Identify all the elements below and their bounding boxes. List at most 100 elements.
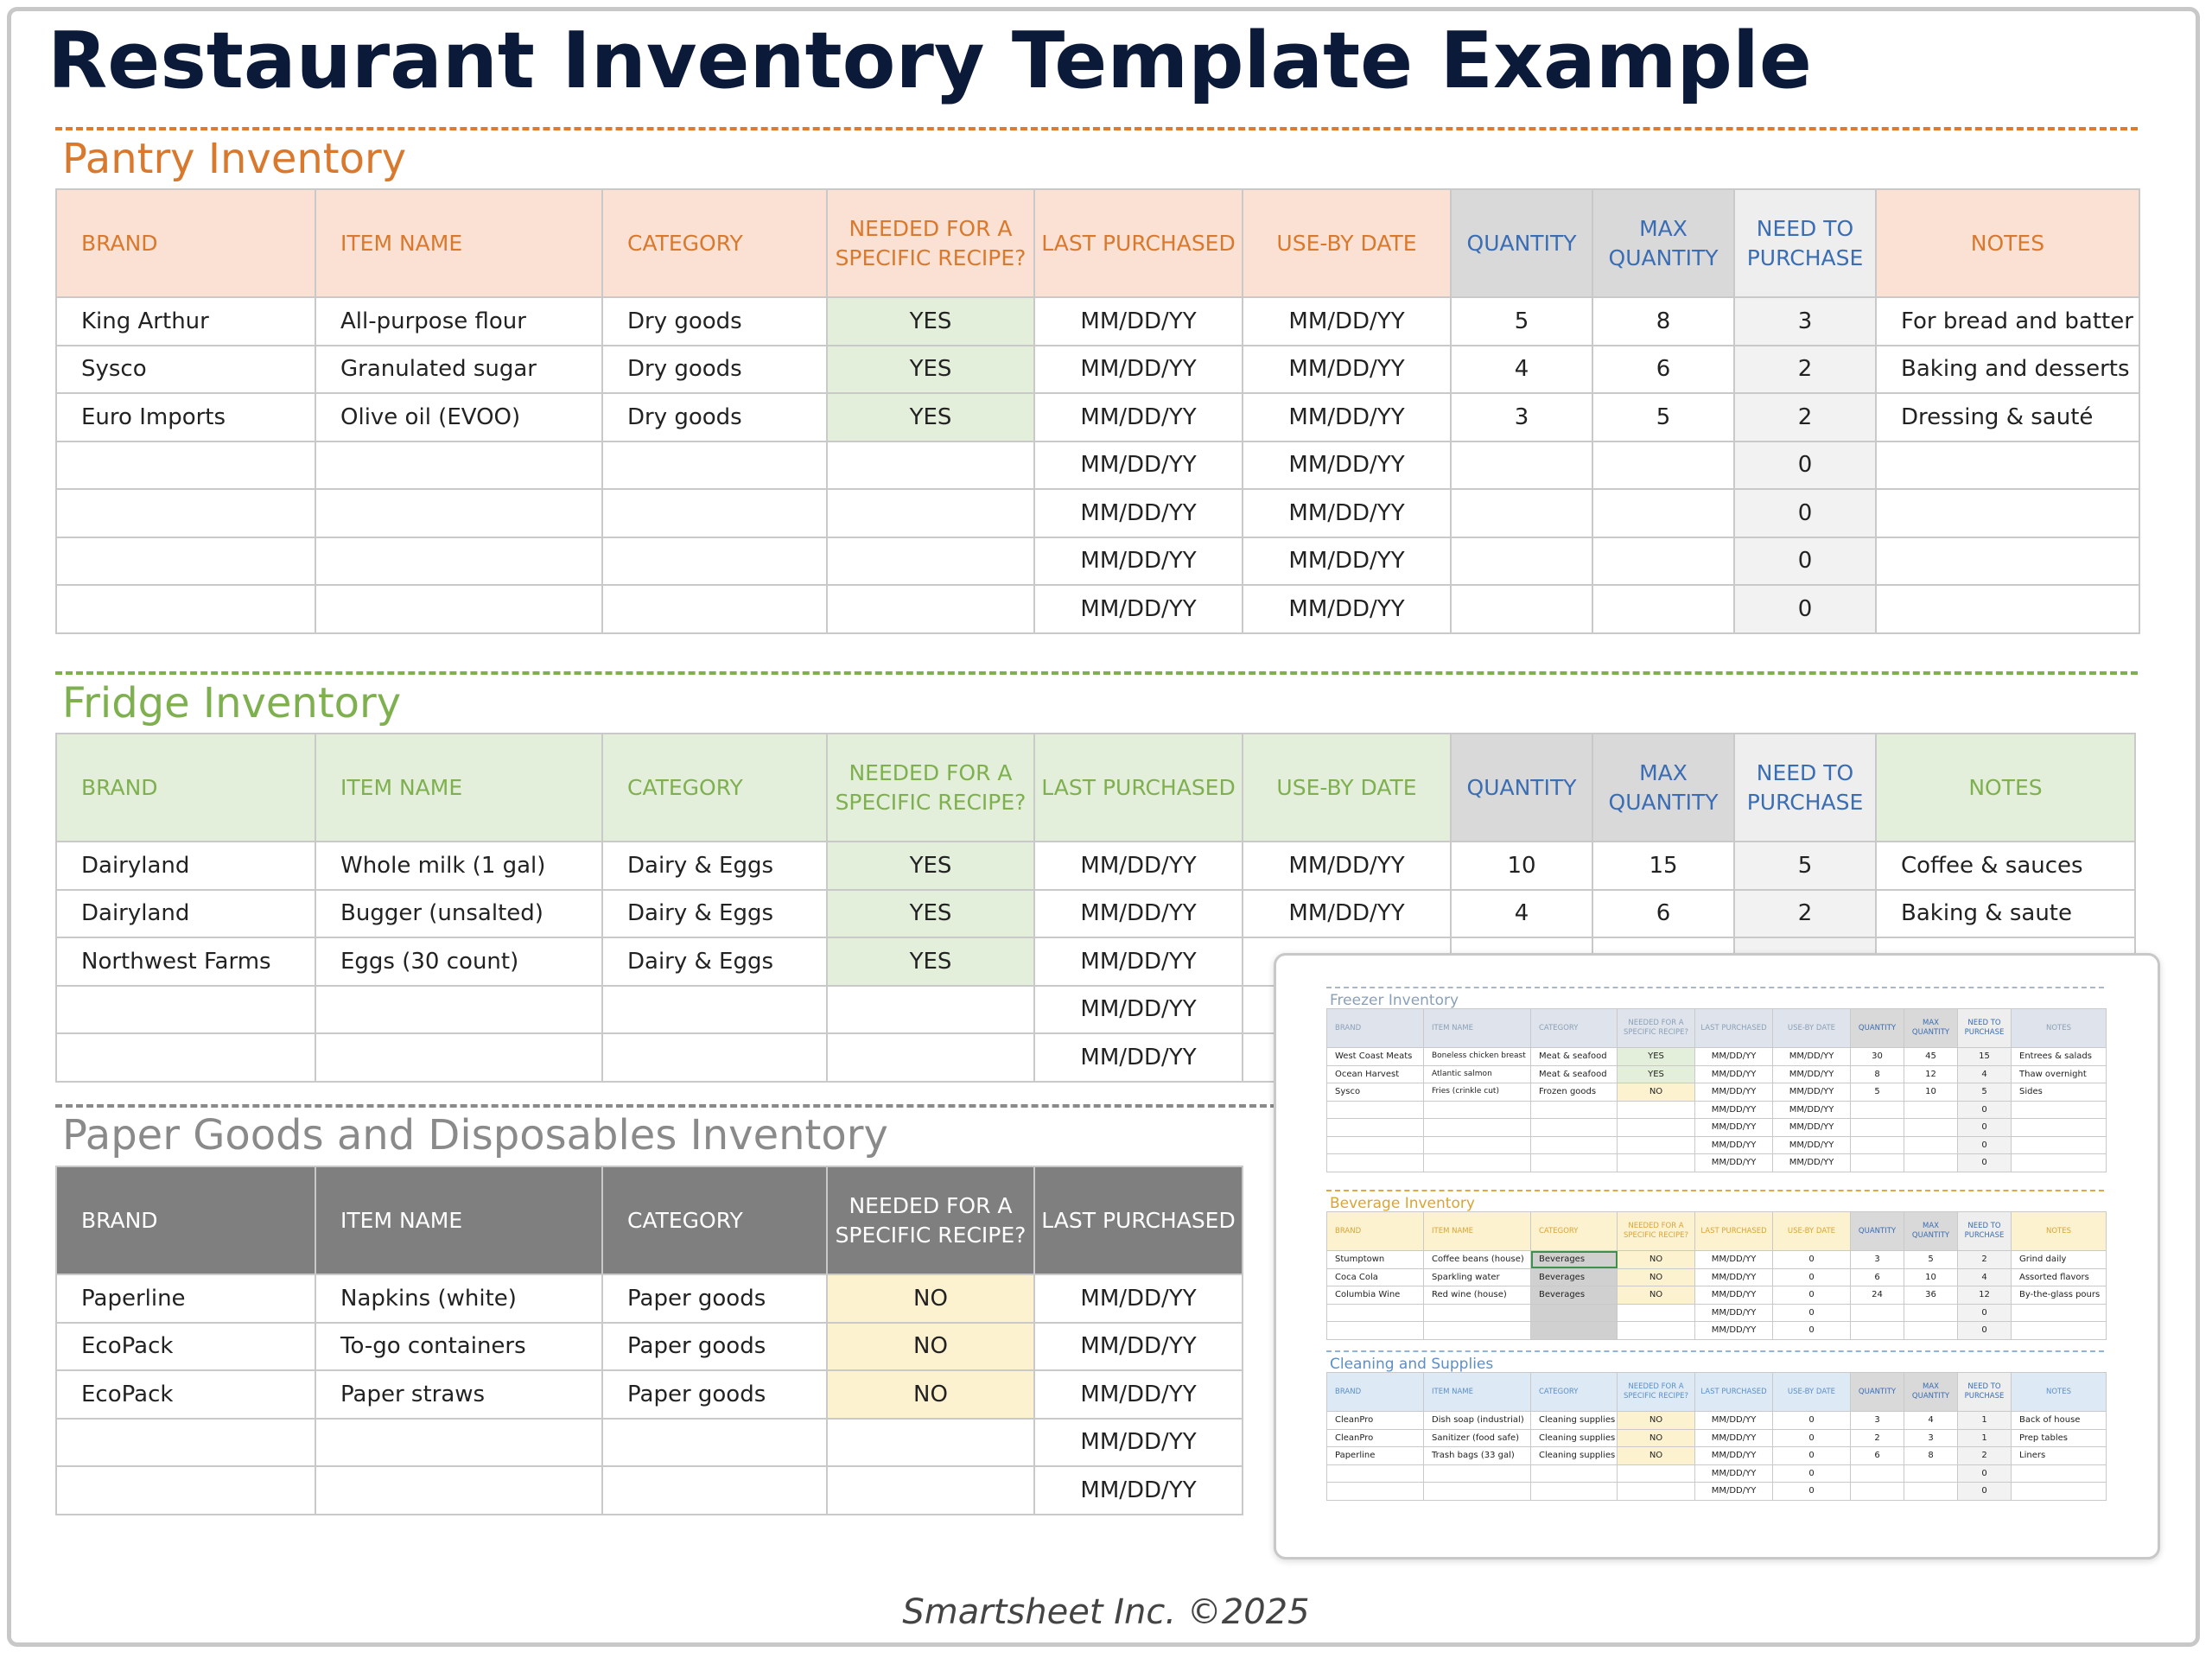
cell-category[interactable] xyxy=(601,536,828,586)
cell-quantity[interactable] xyxy=(1850,1464,1904,1483)
cell-item-name[interactable]: Olive oil (EVOO) xyxy=(315,392,603,442)
cell-item-name[interactable]: Trash bags (33 gal) xyxy=(1423,1446,1531,1465)
cell-quantity[interactable]: 6 xyxy=(1850,1267,1904,1286)
cell-use-by-date[interactable]: 0 xyxy=(1772,1428,1851,1447)
cell-quantity[interactable] xyxy=(1850,1153,1904,1172)
cell-max-quantity[interactable] xyxy=(1904,1118,1958,1137)
cell-need-to-purchase[interactable]: 0 xyxy=(1957,1482,2012,1501)
cell-max-quantity[interactable]: 12 xyxy=(1904,1064,1958,1083)
cell-notes[interactable]: Back of house xyxy=(2011,1411,2107,1430)
cell-category[interactable]: Dairy & Eggs xyxy=(601,937,828,987)
cell-last-purchased[interactable]: MM/DD/YY xyxy=(1033,1369,1243,1420)
cell-last-purchased[interactable]: MM/DD/YY xyxy=(1033,536,1243,586)
cell-item-name[interactable] xyxy=(1423,1153,1531,1172)
cell-item-name[interactable]: Fries (crinkle cut) xyxy=(1423,1083,1531,1102)
cell-need-to-purchase[interactable]: 2 xyxy=(1733,888,1877,938)
cell-use-by-date[interactable]: MM/DD/YY xyxy=(1242,296,1452,346)
cell-needed-for-recipe[interactable] xyxy=(1617,1100,1695,1119)
cell-item-name[interactable]: All-purpose flour xyxy=(315,296,603,346)
cell-use-by-date[interactable]: MM/DD/YY xyxy=(1772,1135,1851,1154)
cell-last-purchased[interactable]: MM/DD/YY xyxy=(1694,1100,1773,1119)
cell-max-quantity[interactable] xyxy=(1904,1135,1958,1154)
cell-quantity[interactable] xyxy=(1450,488,1593,538)
cell-last-purchased[interactable]: MM/DD/YY xyxy=(1033,1274,1243,1324)
cell-max-quantity[interactable] xyxy=(1904,1321,1958,1340)
cell-brand[interactable] xyxy=(1326,1482,1424,1501)
cell-last-purchased[interactable]: MM/DD/YY xyxy=(1033,296,1243,346)
cell-last-purchased[interactable]: MM/DD/YY xyxy=(1033,1321,1243,1371)
cell-last-purchased[interactable]: MM/DD/YY xyxy=(1033,937,1243,987)
cell-brand[interactable] xyxy=(55,584,316,634)
cell-max-quantity[interactable] xyxy=(1592,536,1735,586)
cell-item-name[interactable] xyxy=(315,1465,603,1515)
cell-item-name[interactable] xyxy=(1423,1118,1531,1137)
cell-needed-for-recipe[interactable]: NO xyxy=(1617,1250,1695,1269)
cell-brand[interactable] xyxy=(55,1465,316,1515)
cell-use-by-date[interactable]: MM/DD/YY xyxy=(1242,488,1452,538)
cell-category[interactable]: Dairy & Eggs xyxy=(601,888,828,938)
cell-max-quantity[interactable]: 8 xyxy=(1904,1446,1958,1465)
cell-max-quantity[interactable]: 5 xyxy=(1904,1250,1958,1269)
cell-notes[interactable] xyxy=(2011,1482,2107,1501)
cell-brand[interactable] xyxy=(1326,1153,1424,1172)
cell-notes[interactable]: Liners xyxy=(2011,1446,2107,1465)
cell-category[interactable] xyxy=(1530,1153,1618,1172)
cell-brand[interactable] xyxy=(55,1417,316,1467)
cell-last-purchased[interactable]: MM/DD/YY xyxy=(1033,392,1243,442)
cell-use-by-date[interactable]: MM/DD/YY xyxy=(1242,392,1452,442)
cell-brand[interactable]: Dairyland xyxy=(55,841,316,891)
cell-use-by-date[interactable]: MM/DD/YY xyxy=(1772,1100,1851,1119)
cell-brand[interactable] xyxy=(1326,1321,1424,1340)
cell-needed-for-recipe[interactable] xyxy=(826,1465,1035,1515)
cell-needed-for-recipe[interactable] xyxy=(826,584,1035,634)
cell-max-quantity[interactable]: 36 xyxy=(1904,1286,1958,1305)
cell-needed-for-recipe[interactable]: YES xyxy=(1617,1047,1695,1066)
cell-brand[interactable] xyxy=(55,440,316,490)
cell-quantity[interactable]: 4 xyxy=(1450,344,1593,394)
cell-last-purchased[interactable]: MM/DD/YY xyxy=(1694,1446,1773,1465)
cell-needed-for-recipe[interactable] xyxy=(1617,1153,1695,1172)
cell-brand[interactable] xyxy=(1326,1118,1424,1137)
cell-item-name[interactable]: Sanitizer (food safe) xyxy=(1423,1428,1531,1447)
cell-notes[interactable]: Grind daily xyxy=(2011,1250,2107,1269)
cell-needed-for-recipe[interactable] xyxy=(826,536,1035,586)
cell-last-purchased[interactable]: MM/DD/YY xyxy=(1694,1286,1773,1305)
cell-use-by-date[interactable]: 0 xyxy=(1772,1250,1851,1269)
cell-use-by-date[interactable]: 0 xyxy=(1772,1411,1851,1430)
cell-quantity[interactable] xyxy=(1850,1135,1904,1154)
cell-category[interactable] xyxy=(1530,1100,1618,1119)
cell-brand[interactable]: Stumptown xyxy=(1326,1250,1424,1269)
cell-last-purchased[interactable]: MM/DD/YY xyxy=(1694,1118,1773,1137)
cell-needed-for-recipe[interactable]: NO xyxy=(1617,1446,1695,1465)
cell-brand[interactable]: Northwest Farms xyxy=(55,937,316,987)
cell-need-to-purchase[interactable]: 12 xyxy=(1957,1286,2012,1305)
cell-max-quantity[interactable]: 8 xyxy=(1592,296,1735,346)
cell-need-to-purchase[interactable]: 1 xyxy=(1957,1428,2012,1447)
cell-needed-for-recipe[interactable]: NO xyxy=(1617,1267,1695,1286)
cell-notes[interactable]: Baking and desserts xyxy=(1875,344,2140,394)
cell-use-by-date[interactable]: MM/DD/YY xyxy=(1772,1047,1851,1066)
cell-notes[interactable] xyxy=(1875,584,2140,634)
cell-need-to-purchase[interactable]: 3 xyxy=(1733,296,1877,346)
cell-brand[interactable] xyxy=(1326,1135,1424,1154)
cell-item-name[interactable]: Sparkling water xyxy=(1423,1267,1531,1286)
cell-category[interactable] xyxy=(601,488,828,538)
cell-brand[interactable]: CleanPro xyxy=(1326,1411,1424,1430)
cell-needed-for-recipe[interactable] xyxy=(1617,1303,1695,1322)
cell-category[interactable] xyxy=(601,584,828,634)
cell-item-name[interactable]: Bugger (unsalted) xyxy=(315,888,603,938)
cell-item-name[interactable]: Granulated sugar xyxy=(315,344,603,394)
cell-quantity[interactable]: 10 xyxy=(1450,841,1593,891)
cell-needed-for-recipe[interactable] xyxy=(1617,1118,1695,1137)
cell-max-quantity[interactable]: 15 xyxy=(1592,841,1735,891)
cell-quantity[interactable] xyxy=(1850,1321,1904,1340)
cell-use-by-date[interactable]: 0 xyxy=(1772,1482,1851,1501)
cell-item-name[interactable] xyxy=(1423,1464,1531,1483)
cell-notes[interactable]: Dressing & sauté xyxy=(1875,392,2140,442)
cell-use-by-date[interactable]: MM/DD/YY xyxy=(1772,1118,1851,1137)
cell-last-purchased[interactable]: MM/DD/YY xyxy=(1694,1064,1773,1083)
cell-notes[interactable]: Baking & saute xyxy=(1875,888,2136,938)
cell-last-purchased[interactable]: MM/DD/YY xyxy=(1033,1417,1243,1467)
cell-notes[interactable] xyxy=(2011,1100,2107,1119)
cell-item-name[interactable] xyxy=(315,536,603,586)
